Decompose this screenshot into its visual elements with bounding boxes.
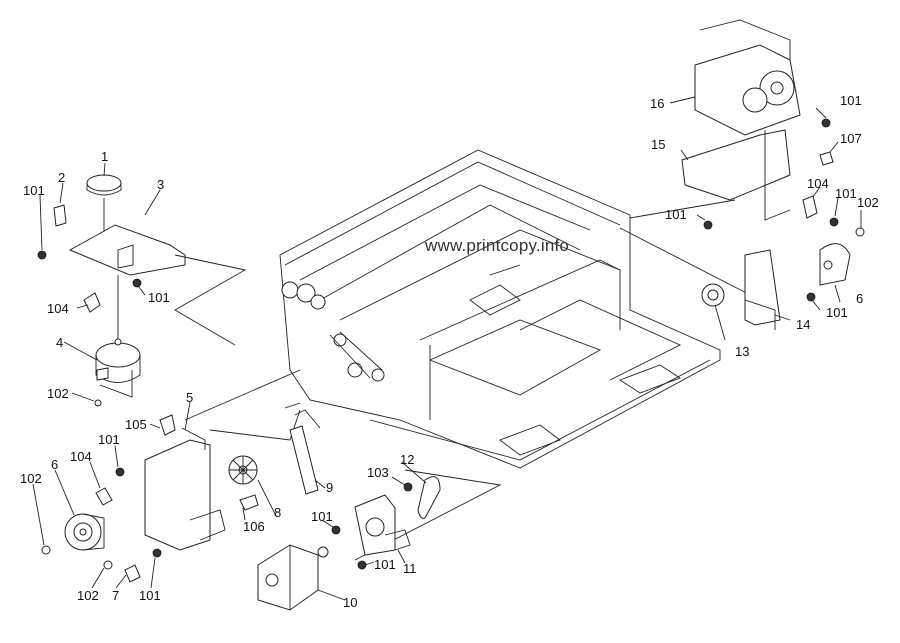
- main-chassis: [279, 149, 721, 469]
- callout-label: 102: [77, 588, 99, 603]
- callout-label: 15: [651, 137, 666, 152]
- watermark: www.printcopy.info: [425, 236, 570, 255]
- callout-label: 6: [51, 457, 59, 472]
- callout-label: 101: [23, 183, 45, 198]
- callout-label: 14: [796, 317, 811, 332]
- guide-line: [174, 254, 247, 346]
- callout-label: 11: [403, 561, 417, 576]
- callout-label: 104: [47, 301, 69, 316]
- callout-label: 13: [735, 344, 750, 359]
- callout-label: 16: [650, 96, 665, 111]
- callout-label: 107: [840, 131, 862, 146]
- right-assembly: [681, 19, 865, 330]
- callout-label: 101: [840, 93, 862, 108]
- callout-label: 103: [367, 465, 389, 480]
- callout-label: 9: [326, 480, 334, 495]
- callout-label: 105: [125, 417, 147, 432]
- left-lower-assembly: [41, 402, 321, 583]
- callout-label: 6: [856, 291, 864, 306]
- callout-label: 102: [20, 471, 42, 486]
- callout-label: 101: [826, 305, 848, 320]
- callout-label: 104: [807, 176, 829, 191]
- leader-lines: [32, 96, 862, 601]
- callout-label: 1: [101, 149, 109, 164]
- left-upper-assembly: [37, 174, 186, 407]
- callout-label: 3: [157, 177, 165, 192]
- guide-line: [209, 409, 301, 441]
- callout-label: 10: [343, 595, 358, 610]
- guide-line: [184, 369, 301, 421]
- guide-line: [354, 469, 502, 561]
- callout-label: 102: [47, 386, 69, 401]
- bottom-center-assembly: [257, 476, 441, 611]
- callout-label: 101: [148, 290, 170, 305]
- callout-label: 102: [857, 195, 879, 210]
- callout-label: 101: [374, 557, 396, 572]
- callout-label: 2: [58, 170, 66, 185]
- guide-line: [619, 227, 761, 301]
- callout-label: 7: [112, 588, 120, 603]
- callout-label: 12: [400, 452, 415, 467]
- callout-label: 101: [835, 186, 857, 201]
- callout-label: 101: [98, 432, 120, 447]
- callout-label: 101: [311, 509, 333, 524]
- callout-label: 5: [186, 390, 194, 405]
- callout-label: 104: [70, 449, 92, 464]
- callout-label: 106: [243, 519, 265, 534]
- guide-line: [629, 199, 736, 219]
- callout-label: 101: [139, 588, 161, 603]
- callout-label: 101: [665, 207, 687, 222]
- callout-label: 4: [56, 335, 64, 350]
- callout-label: 8: [274, 505, 282, 520]
